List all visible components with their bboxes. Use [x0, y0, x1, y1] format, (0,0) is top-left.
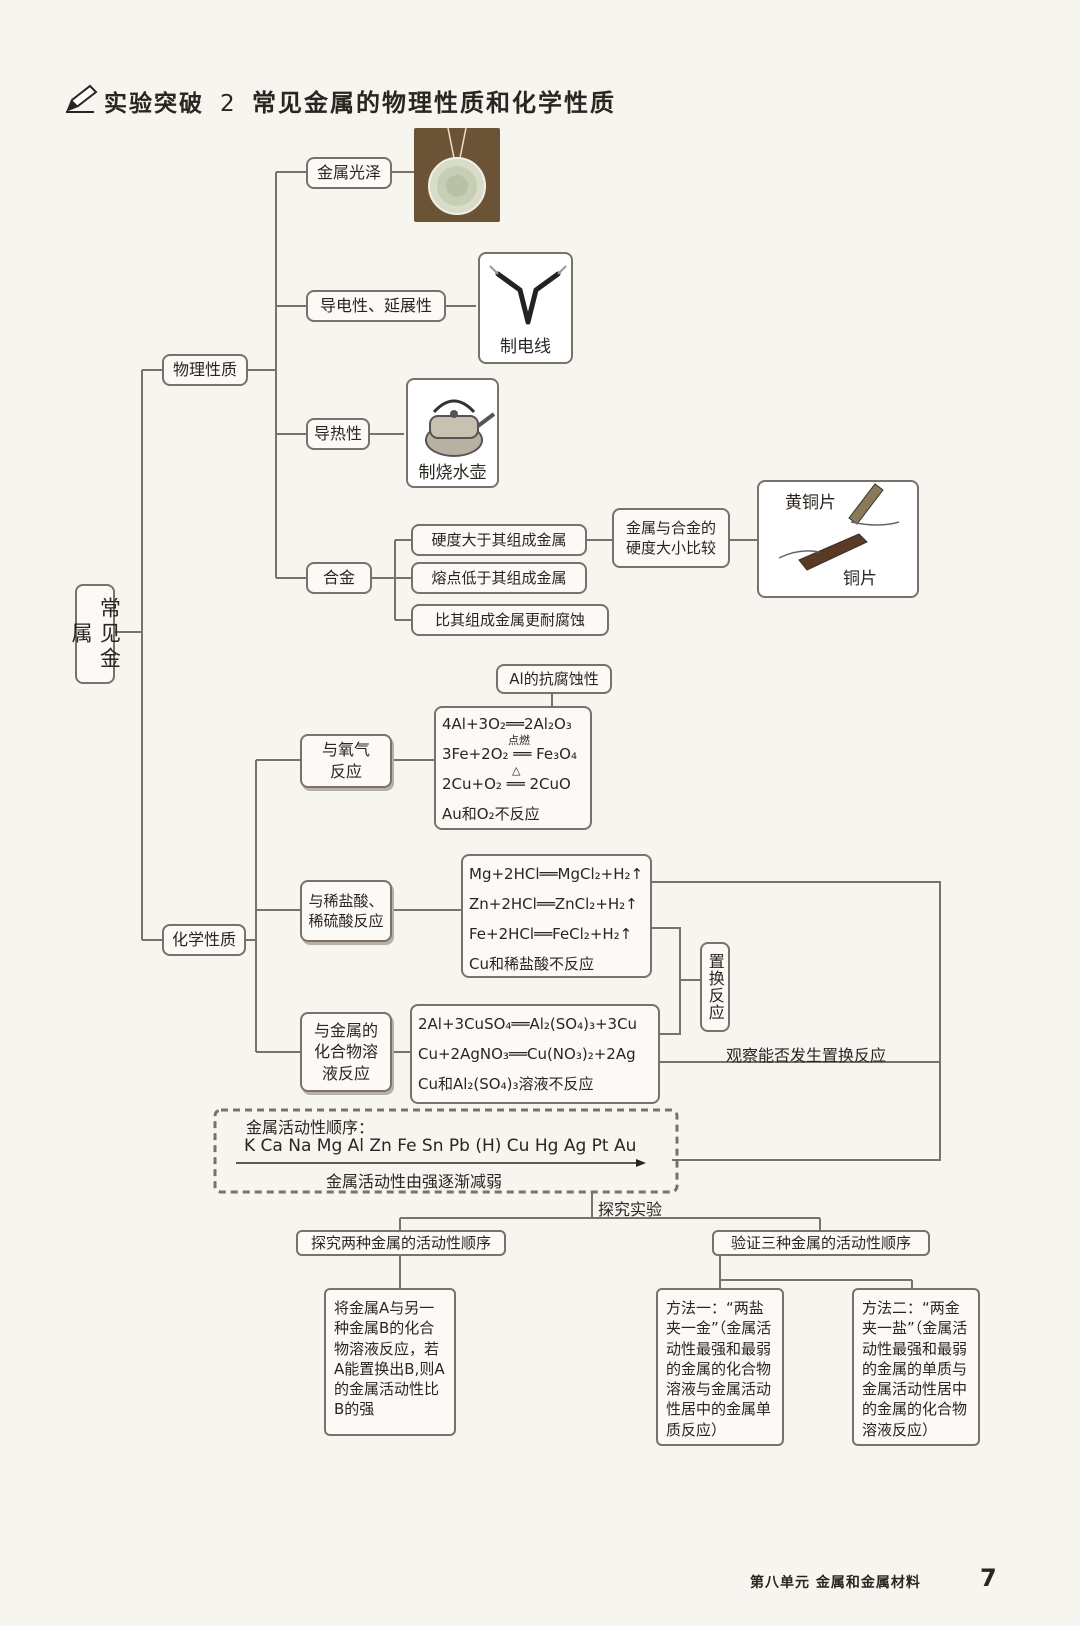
thermal-conductivity-node: 导热性 — [306, 418, 370, 450]
alloy-prop-corrosion: 比其组成金属更耐腐蚀 — [411, 604, 609, 636]
wire-image-box: 制电线 — [478, 252, 573, 364]
pendant-image — [414, 127, 500, 222]
activity-trend: 金属活动性由强逐渐减弱 — [326, 1172, 503, 1191]
cond-heat: △ — [512, 764, 521, 777]
activity-series-title: 金属活动性顺序： — [246, 1118, 375, 1137]
activity-series: K Ca Na Mg Al Zn Fe Sn Pb (H) Cu Hg Ag P… — [244, 1136, 637, 1156]
acid-equations-box: Mg+2HCl══MgCl₂+H₂↑ Zn+2HCl══ZnCl₂+H₂↑ Fe… — [461, 854, 652, 978]
alloy-prop-melting: 熔点低于其组成金属 — [411, 562, 587, 594]
electric-wire-icon — [489, 265, 567, 325]
hardness-compare-node: 金属与合金的硬度大小比较 — [612, 508, 730, 568]
alloy-prop-hardness: 硬度大于其组成金属 — [411, 524, 587, 556]
kettle-caption: 制烧水壶 — [418, 463, 487, 483]
pencil-icon — [64, 84, 98, 114]
root-node: 常见金属 — [69, 584, 121, 684]
conductivity-node: 导电性、延展性 — [306, 290, 446, 322]
eq-mg-hcl: Mg+2HCl══MgCl₂+H₂↑ — [469, 865, 644, 883]
oxygen-reaction-node: 与氧气反应 — [300, 734, 392, 788]
eq-fe-hcl: Fe+2HCl══FeCl₂+H₂↑ — [469, 925, 633, 943]
three-metals-method2: 方法二：“两金夹一盐”（金属活动性最强和最弱的金属的单质与金属活动性居中的金属的… — [852, 1288, 980, 1446]
eq-cu-al2so4: Cu和Al₂(SO₄)₃溶液不反应 — [418, 1075, 594, 1093]
two-metals-method: 将金属A与另一种金属B的化合物溶液反应，若A能置换出B,则A的金属活动性比B的强 — [324, 1288, 456, 1436]
eq-cu-hcl: Cu和稀盐酸不反应 — [469, 955, 594, 973]
salt-equations-box: 2Al+3CuSO₄══Al₂(SO₄)₃+3Cu Cu+2AgNO₃══Cu(… — [410, 1004, 660, 1104]
eq-al-cuso4: 2Al+3CuSO₄══Al₂(SO₄)₃+3Cu — [418, 1015, 638, 1033]
eq-cu-agno3: Cu+2AgNO₃══Cu(NO₃)₂+2Ag — [418, 1045, 636, 1063]
kettle-icon — [425, 399, 496, 457]
salt-solution-reaction-node: 与金属的化合物溶液反应 — [300, 1012, 392, 1092]
metal-luster-node: 金属光泽 — [306, 157, 392, 189]
acid-reaction-node: 与稀盐酸、稀硫酸反应 — [300, 880, 392, 942]
brass-label: 黄铜片 — [785, 493, 836, 513]
chemical-properties-node: 化学性质 — [162, 924, 246, 956]
wire-caption: 制电线 — [500, 337, 551, 357]
page-number: 7 — [980, 1564, 997, 1592]
unit-footer: 第八单元 金属和金属材料 — [750, 1575, 921, 1591]
eq-zn-hcl: Zn+2HCl══ZnCl₂+H₂↑ — [469, 895, 638, 913]
three-metals-node: 验证三种金属的活动性顺序 — [712, 1230, 930, 1256]
cond-ignite: 点燃 — [508, 734, 530, 747]
explore-experiment-label: 探究实验 — [598, 1200, 663, 1219]
al-corrosion-note: Al的抗腐蚀性 — [496, 664, 612, 694]
page-title: 常见金属的物理性质和化学性质 — [252, 89, 616, 117]
section-number: 2 — [220, 91, 237, 117]
two-metals-node: 探究两种金属的活动性顺序 — [296, 1230, 506, 1256]
three-metals-method1: 方法一：“两盐夹一金”（金属活动性最强和最弱的金属的化合物溶液与金属活动性居中的… — [656, 1288, 784, 1446]
replacement-reaction-node: 置换反应 — [700, 942, 730, 1032]
eq-cu-o2: 2Cu+O₂ ══ 2CuO — [442, 775, 571, 793]
eq-al-o2: 4Al+3O₂══2Al₂O₃ — [442, 715, 572, 733]
hardness-experiment-image: 黄铜片 铜片 — [757, 480, 919, 598]
alloy-node: 合金 — [306, 562, 372, 594]
copper-label: 铜片 — [843, 569, 877, 589]
oxygen-equations-box: 4Al+3O₂══2Al₂O₃ 点燃 3Fe+2O₂ ══ Fe₃O₄ △ 2C… — [434, 706, 592, 830]
eq-au-o2: Au和O₂不反应 — [442, 805, 540, 823]
observe-replacement-text: 观察能否发生置换反应 — [726, 1046, 887, 1065]
eq-fe-o2: 3Fe+2O₂ ══ Fe₃O₄ — [442, 745, 577, 763]
section-prefix: 实验突破 2 — [104, 91, 237, 117]
physical-properties-node: 物理性质 — [162, 354, 248, 386]
kettle-image-box: 制烧水壶 — [406, 378, 499, 488]
